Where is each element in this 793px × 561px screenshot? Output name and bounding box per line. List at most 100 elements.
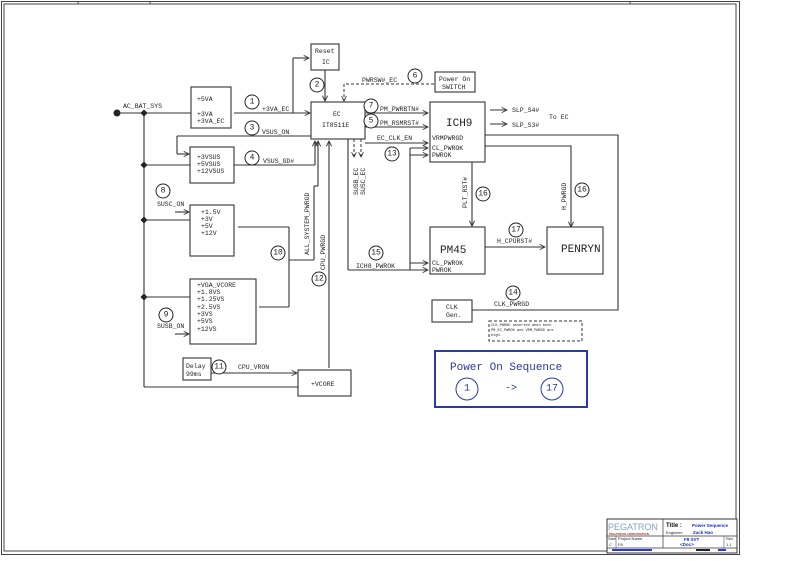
vsus-rails-block: +3VSUS +5VSUS +12VSUS bbox=[189, 146, 235, 184]
penryn-block: PENRYN bbox=[546, 226, 604, 275]
step-13: 13 bbox=[384, 146, 400, 162]
ich9-pin-pwrok: PWROK bbox=[432, 152, 452, 159]
step-12: 12 bbox=[311, 271, 327, 287]
ich9-pin-cl-pwrok: CL_PWROK bbox=[432, 145, 463, 152]
project-value: F8 bbox=[618, 542, 623, 547]
company-logo: PEGATRON bbox=[608, 522, 658, 532]
step-16a: 16 bbox=[475, 186, 491, 202]
step-14: 14 bbox=[505, 285, 521, 301]
size-value: C bbox=[609, 542, 612, 547]
signal-susc-on: SUSC_ON bbox=[157, 201, 184, 208]
rail-3va: +3VA bbox=[197, 111, 213, 118]
svg-text:16: 16 bbox=[478, 190, 488, 199]
svg-text:2: 2 bbox=[315, 81, 320, 90]
clk-gen-label: CLK bbox=[446, 304, 458, 311]
sequence-title: Power On Sequence bbox=[450, 362, 562, 374]
va-rails-block: +5VA +3VA +3VA_EC bbox=[190, 86, 232, 129]
signal-ec-clk-en: EC_CLK_EN bbox=[377, 135, 412, 142]
title-block: PEGATRON PEGATRON CORPORATION Title : Po… bbox=[606, 518, 738, 554]
signal-vsus-on: VSUS_ON bbox=[262, 129, 289, 136]
step-7: 7 bbox=[363, 98, 379, 114]
svg-text:12: 12 bbox=[314, 275, 324, 284]
svg-text:5: 5 bbox=[369, 117, 374, 126]
step-6: 6 bbox=[407, 68, 423, 84]
sequence-start: 1 bbox=[464, 384, 470, 395]
sheet-border bbox=[1, 1, 740, 555]
power-on-sequence-box: Power On Sequence 1 -> 17 bbox=[434, 350, 588, 408]
signal-pm-pwrbtn: PM_PWRBTN# bbox=[380, 106, 419, 113]
ac-bat-sys-bus: AC_BAT_SYS bbox=[113, 103, 298, 388]
sequence-end: 17 bbox=[546, 384, 558, 395]
note-line-3: high. bbox=[491, 333, 502, 338]
ich9-label: ICH9 bbox=[446, 118, 472, 130]
signal-cpu-pwrgd: CPU_PWRGD bbox=[320, 235, 327, 270]
engineer-value: Zack Hao bbox=[693, 530, 713, 535]
power-switch-sub: SWITCH bbox=[442, 84, 466, 91]
svg-text:13: 13 bbox=[387, 150, 397, 159]
pm45-pin-pwrok: PWROK bbox=[432, 267, 452, 274]
rail-12v: +12V bbox=[201, 230, 217, 237]
signal-plt-rst: PLT_RST# bbox=[462, 177, 469, 208]
power-switch-block: Power On SWITCH bbox=[434, 71, 476, 93]
rail-12vsus: +12VSUS bbox=[197, 168, 224, 175]
rail-5v: +5V bbox=[201, 223, 213, 230]
signal-ich8-pwrok: ICH8_PWROK bbox=[356, 263, 395, 270]
signal-cpu-vron: CPU_VRON bbox=[238, 364, 269, 371]
svg-text:11: 11 bbox=[214, 363, 224, 372]
rail-5vs: +5VS bbox=[197, 318, 213, 325]
signal-vsus-gd: VSUS_GD# bbox=[263, 158, 294, 165]
engineer-label: Engineer: bbox=[666, 530, 683, 535]
svg-text:15: 15 bbox=[371, 249, 381, 258]
note-line-1: CLK_PWRGD asserted when both bbox=[491, 323, 551, 328]
signal-slp-s3: SLP_S3# bbox=[512, 122, 539, 129]
signal-susb-on: SUSB_ON bbox=[157, 323, 184, 330]
doc-number: <Doc> bbox=[680, 542, 694, 547]
rev-value: 1.1 bbox=[726, 542, 732, 547]
svg-text:9: 9 bbox=[164, 311, 169, 320]
svg-text:8: 8 bbox=[161, 187, 166, 196]
ec-label: EC bbox=[333, 111, 341, 118]
reset-ic-label: Reset bbox=[315, 48, 335, 55]
ich9-block: ICH9 VRMPWRGD CL_PWROK PWROK bbox=[429, 101, 486, 163]
rail-5vsus: +5VSUS bbox=[197, 161, 221, 168]
step-4: 4 bbox=[244, 150, 260, 166]
sequence-arrow: -> bbox=[505, 384, 517, 395]
signal-pm-rsmrst: PM_RSMRST# bbox=[380, 120, 419, 127]
reset-ic-sub: IC bbox=[322, 59, 330, 66]
delay-label: Delay bbox=[186, 363, 206, 370]
rail-3v: +3V bbox=[201, 216, 213, 223]
clk-gen-sub: Gen. bbox=[446, 312, 462, 319]
pm45-pin-cl-pwrok: CL_PWROK bbox=[432, 260, 463, 267]
signal-h-pwrgd: H_PWRGD bbox=[561, 183, 568, 210]
pm45-block: PM45 CL_PWROK PWROK bbox=[429, 226, 486, 275]
signal-pwrsw-ec: PWRSW#_EC bbox=[362, 77, 397, 84]
step-11: 11 bbox=[211, 359, 227, 375]
signal-susb-ec: SUSB_EC bbox=[353, 168, 360, 195]
company-subtitle: PEGATRON CORPORATION bbox=[609, 532, 649, 536]
ec-block: EC IT8511E bbox=[310, 101, 366, 140]
step-17: 17 bbox=[508, 222, 524, 238]
s-rails-block: +1.5V +3V +5V +12V bbox=[189, 204, 235, 257]
svg-text:10: 10 bbox=[273, 249, 283, 258]
ich9-pin-vrmpwrgd: VRMPWRGD bbox=[432, 135, 463, 142]
step-1: 1 bbox=[244, 94, 260, 110]
clk-gen-block: CLK Gen. bbox=[431, 299, 473, 323]
svg-text:6: 6 bbox=[413, 72, 418, 81]
project-label: Project Name bbox=[618, 536, 643, 541]
title-label: Title : bbox=[666, 523, 682, 529]
rail-vga-vcore: +VGA_VCORE bbox=[197, 282, 236, 289]
step-16b: 16 bbox=[574, 182, 590, 198]
step-2: 2 bbox=[309, 77, 325, 93]
note-line-2: PM_EC_PWROK and VRM_PWRGD are bbox=[491, 328, 554, 333]
reset-ic-block: Reset IC bbox=[310, 43, 340, 71]
step-9: 9 bbox=[158, 307, 174, 323]
delay-block: Delay 99ms bbox=[182, 357, 212, 381]
signal-clk-pwrgd: CLK_PWRGD bbox=[494, 301, 529, 308]
step-5: 5 bbox=[363, 113, 379, 129]
signal-slp-s4: SLP_S4# bbox=[512, 107, 539, 114]
step-markers: 1 2 3 4 5 6 7 8 9 10 11 12 13 14 15 16 1… bbox=[155, 68, 590, 375]
step-10: 10 bbox=[270, 245, 286, 261]
to-ec-label: To EC bbox=[549, 114, 569, 121]
svg-text:16: 16 bbox=[577, 186, 587, 195]
